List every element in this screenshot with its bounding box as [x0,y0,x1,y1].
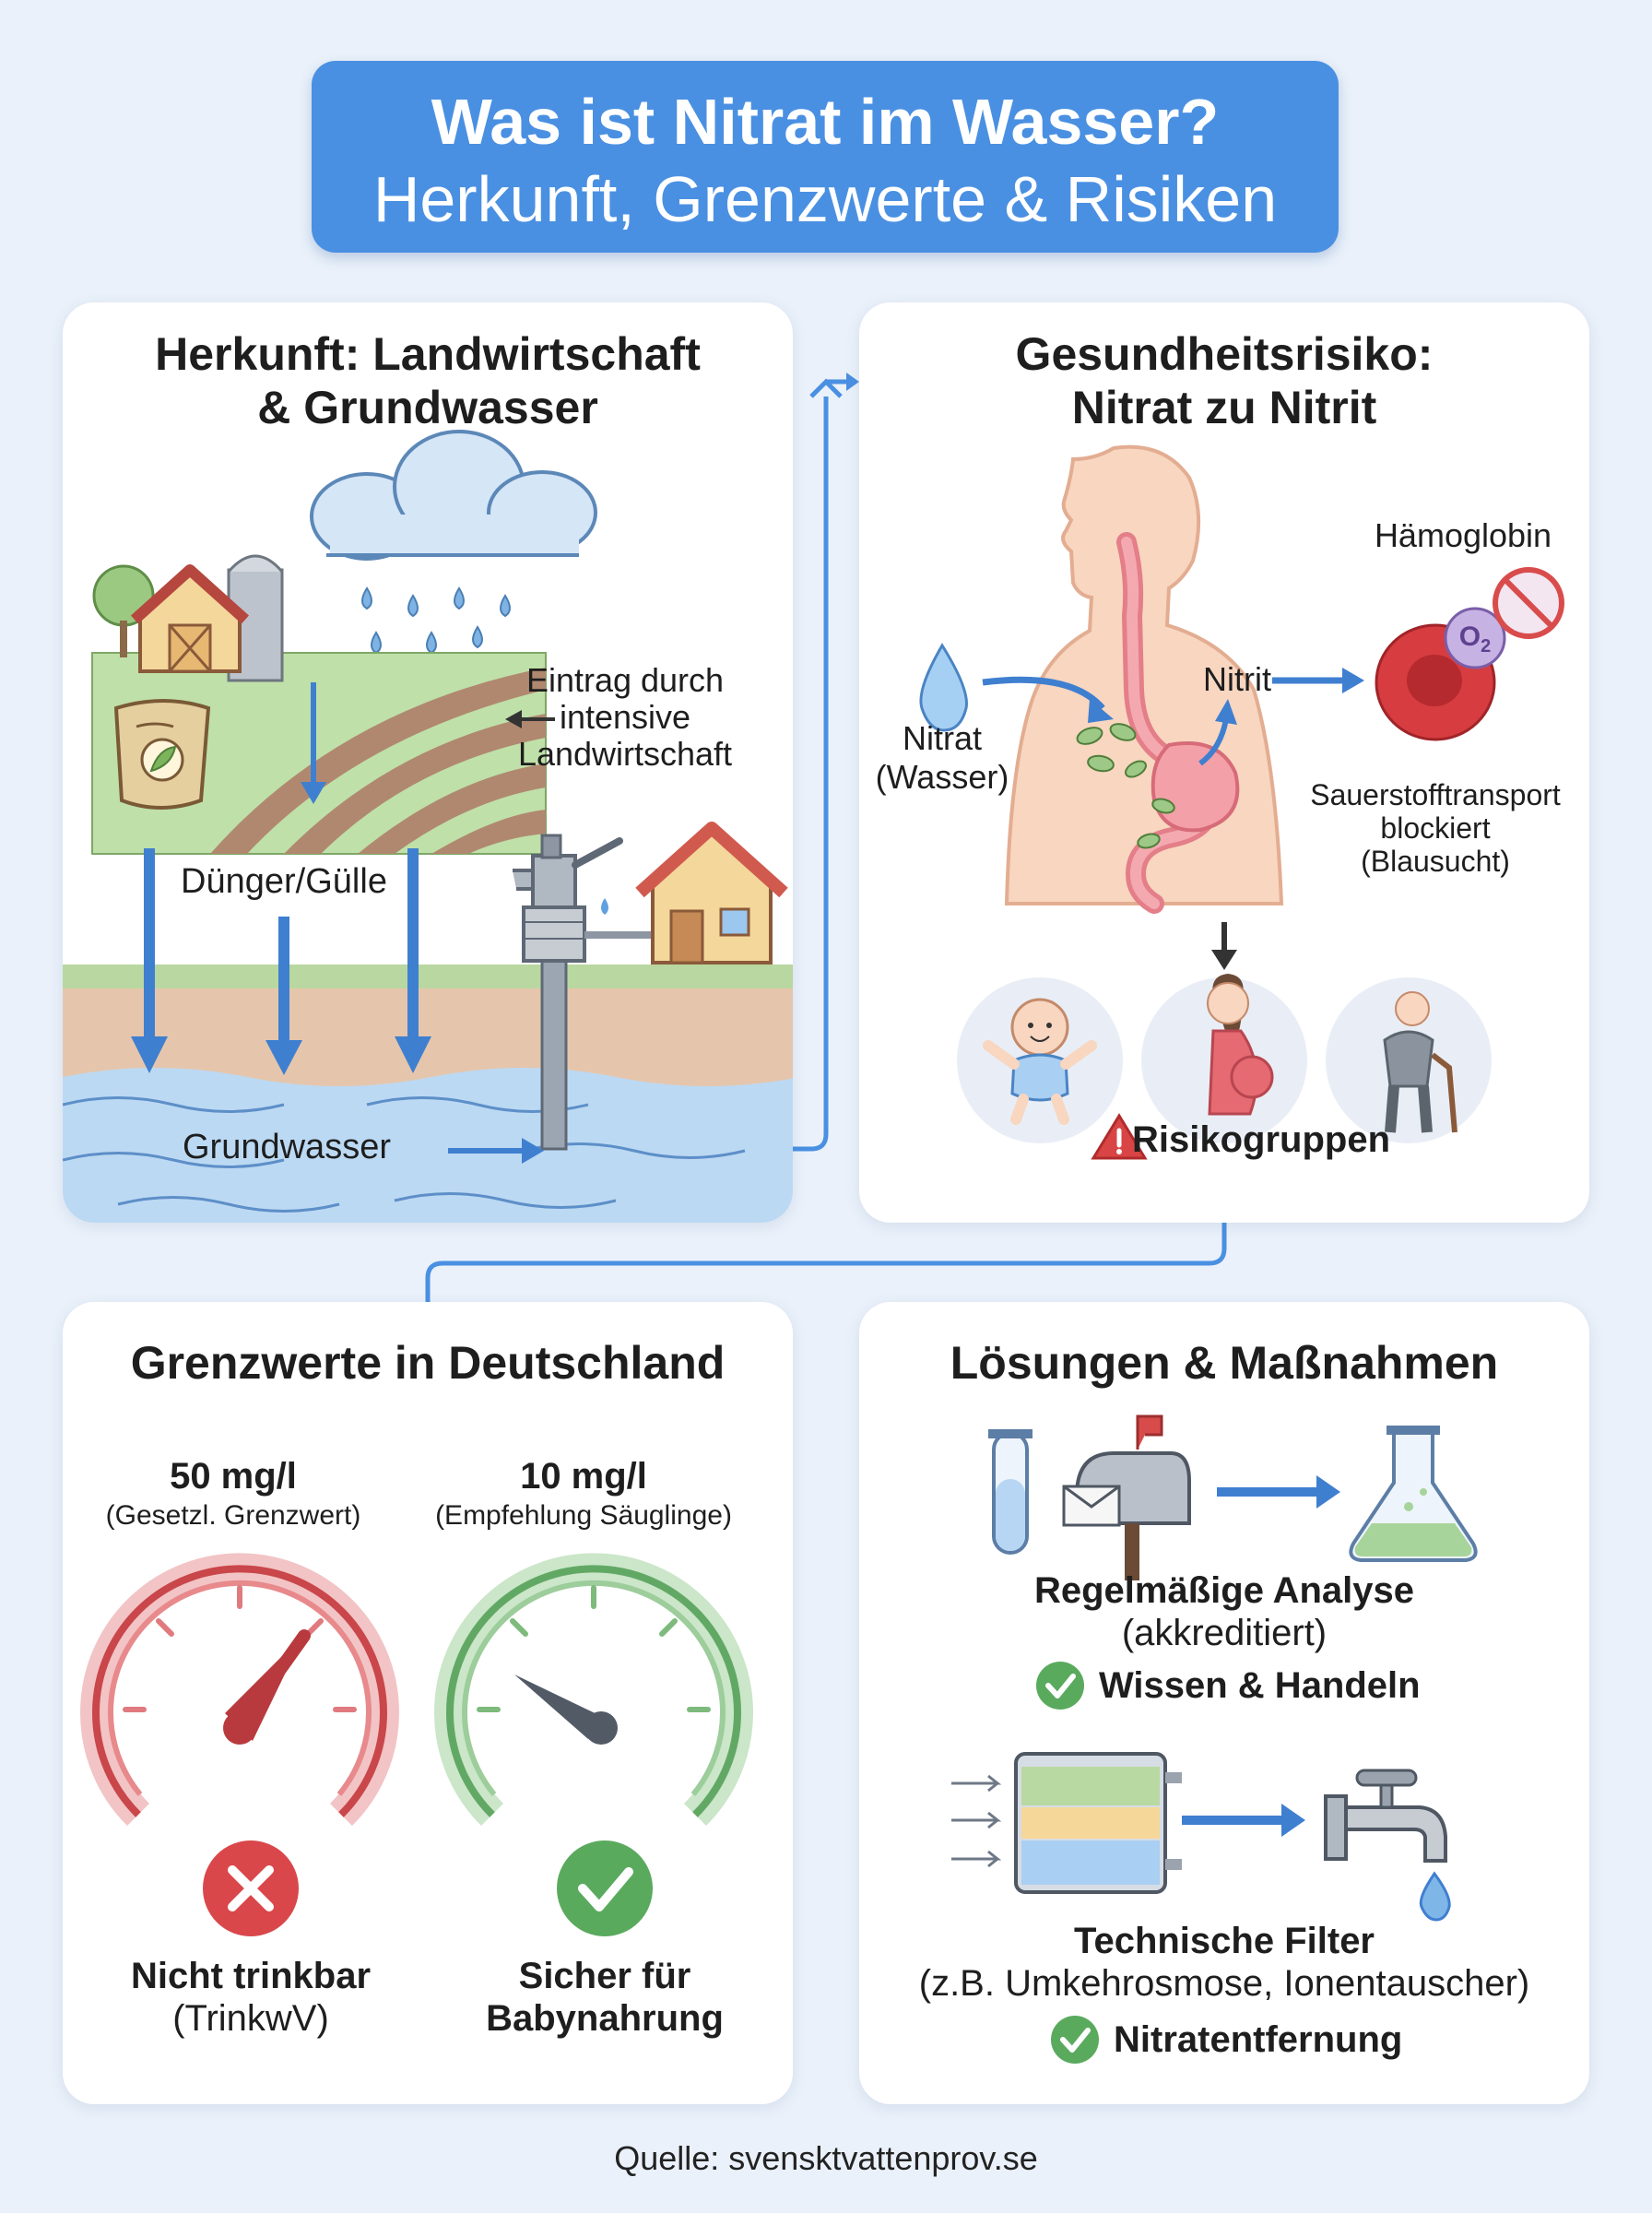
limit-note-legal: (Gesetzl. Grenzwert) [105,1500,361,1531]
fertilizer-bag-icon [113,699,211,810]
gauges [80,1553,753,1936]
connector-risiko-grenzwerte [425,1223,1227,1302]
limit-value-10: 10 mg/l [520,1456,647,1497]
herkunft-title-line2: & Grundwasser [257,382,598,433]
analyse-check-label: Wissen & Handeln [1099,1665,1421,1706]
nitrat-label-line1: Nitrat [902,719,982,757]
mailbox-icon [1062,1414,1191,1580]
loesungen-illustration [951,1414,1478,2064]
filter-check-label: Nitratentfernung [1114,2019,1403,2060]
sauerstoff-label-line2: blockiert [1380,811,1491,845]
sauerstoff-label-line1: Sauerstofftransport [1310,778,1561,811]
filter-label: Technische Filter [1073,1921,1375,1961]
pregnant-woman-icon [1207,974,1274,1116]
grass-layer [63,964,793,990]
risiko-title-line2: Nitrat zu Nitrit [1071,382,1377,433]
barn-icon [130,564,250,673]
analyse-sublabel: (akkreditiert) [1121,1613,1328,1653]
panel-herkunft: Herkunft: Landwirtschaft & Grundwasser [63,302,793,1223]
rain-drops [361,586,511,655]
flask-icon [1349,1426,1478,1562]
risiko-title-line1: Gesundheitsrisiko: [1015,328,1434,380]
loesungen-title: Lösungen & Maßnahmen [950,1337,1499,1389]
filter-check-icon [1051,2016,1099,2064]
herkunft-title-line1: Herkunft: Landwirtschaft [155,328,701,380]
faucet-icon [1324,1769,1451,1922]
water-pump-icon [513,834,658,1151]
filter-sublabel: (z.B. Umkehrosmose, Ionentauscher) [918,1963,1530,2004]
panel-loesungen: Lösungen & Maßnahmen [859,1302,1589,2104]
eintrag-label-line1: Eintrag durch [525,661,725,699]
risiko-illustration [919,444,1564,1160]
test-tube-icon [988,1429,1032,1555]
panel-gesundheitsrisiko: Gesundheitsrisiko: Nitrat zu Nitrit [859,302,1589,1223]
analyse-check-icon [1036,1662,1084,1710]
limit-value-50: 50 mg/l [170,1456,297,1497]
title-banner: Was ist Nitrat im Wasser? Herkunft, Gren… [312,61,1339,253]
nitrat-label-line2: (Wasser) [875,758,1009,796]
oxygen-bubble-icon [1444,607,1506,669]
safe-label-line2: Babynahrung [486,1998,724,2039]
green-gauge-icon [434,1553,753,1827]
bacteria-icon [1076,723,1175,849]
o2-label: O2 [1458,621,1492,657]
eintrag-label-line3: Landwirtschaft [517,735,733,773]
grenzwerte-title: Grenzwerte in Deutschland [130,1337,726,1389]
rain-cloud-icon [310,430,597,561]
water-filter-icon [951,1752,1182,1894]
title-subtitle: Herkunft, Grenzwerte & Risiken [372,163,1278,235]
water-drop-icon [919,643,968,732]
safe-check-icon [557,1840,653,1936]
analyse-label: Regelmäßige Analyse [1033,1570,1414,1611]
house-icon [635,822,788,964]
panel-grenzwerte: Grenzwerte in Deutschland 50 mg/l (Geset… [63,1302,793,2104]
grundwasser-label: Grundwasser [183,1128,391,1166]
haemoglobin-label: Hämoglobin [1374,516,1552,554]
limit-note-infants: (Empfehlung Säuglinge) [435,1500,732,1531]
stomach-icon [1150,741,1240,833]
sauerstoff-label-line3: (Blausucht) [1361,845,1510,878]
connector-herkunft-risiko [666,396,829,1152]
senior-icon [1383,991,1457,1133]
eintrag-label-line2: intensive [559,698,691,736]
not-drinkable-label: Nicht trinkbar [130,1956,372,1996]
groundwater-layer [63,1068,793,1223]
herkunft-illustration [63,430,793,1223]
fertilizer-arrows [131,848,431,1075]
duenger-label: Dünger/Gülle [181,862,387,901]
risikogruppen-label: Risikogruppen [1132,1119,1391,1160]
safe-label-line1: Sicher für [518,1956,691,1996]
red-gauge-icon [80,1553,399,1827]
source-credit: Quelle: svensktvattenprov.se [614,2139,1038,2177]
baby-icon [983,998,1097,1125]
title-main: Was ist Nitrat im Wasser? [431,86,1220,158]
nitrit-label: Nitrit [1203,660,1271,698]
trinkwv-label: (TrinkwV) [172,1998,329,2039]
